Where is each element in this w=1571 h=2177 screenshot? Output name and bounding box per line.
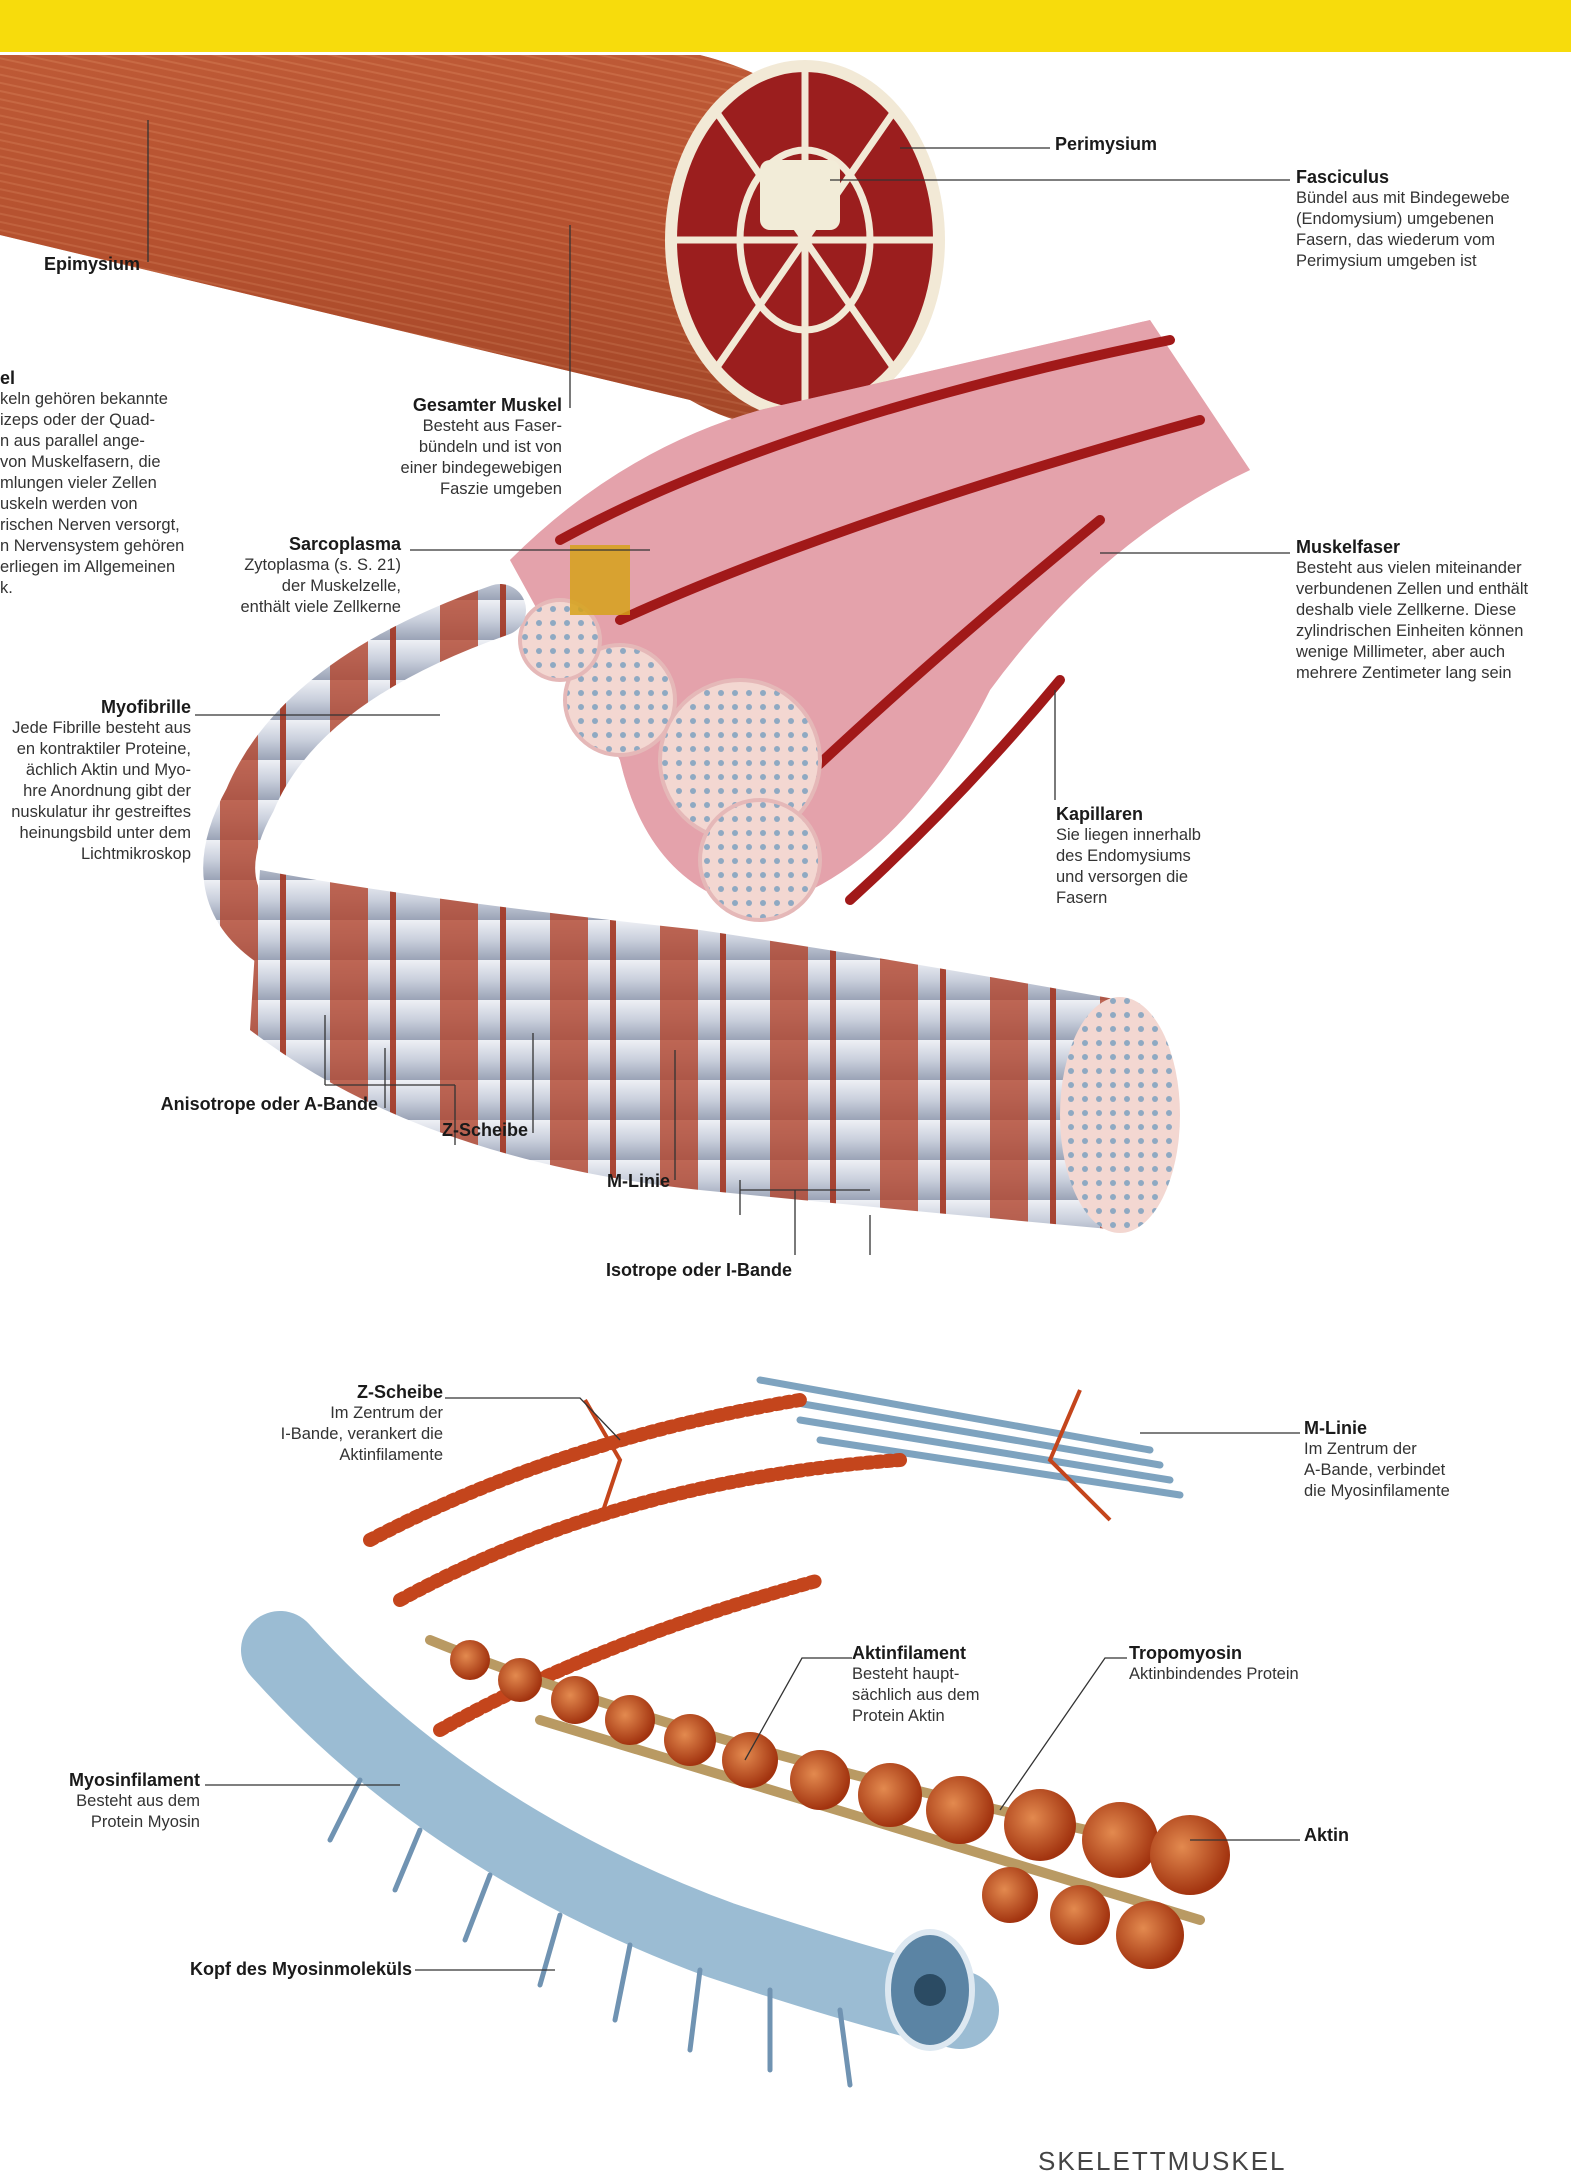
label-myofibrille-text-6: heinungsbild unter dem (0, 823, 191, 844)
label-muskelfaser-text-2: verbundenen Zellen und enthält (1296, 579, 1566, 600)
label-fasciculus: Fasciculus Bündel aus mit Bindegewebe (E… (1296, 166, 1510, 272)
muscle-cross-section (665, 60, 945, 420)
label-myosinfilament-text-2: Protein Myosin (20, 1812, 200, 1833)
label-tropomyosin-text-1: Aktinbindendes Protein (1129, 1664, 1299, 1685)
label-skelettmuskel-title: el (0, 367, 205, 389)
label-aktin: Aktin (1304, 1824, 1349, 1846)
label-aktinfilament-title: Aktinfilament (852, 1642, 979, 1664)
label-kapillaren-text-3: und versorgen die (1056, 867, 1201, 888)
label-skelettmuskel-text-4: von Muskelfasern, die (0, 452, 205, 473)
label-muskelfaser-text-3: deshalb viele Zellkerne. Diese (1296, 600, 1566, 621)
label-sarcoplasma-title: Sarcoplasma (190, 533, 401, 555)
label-tropomyosin-title: Tropomyosin (1129, 1642, 1299, 1664)
label-myofibrille-text-4: hre Anordnung gibt der (0, 781, 191, 802)
label-sarcoplasma-text-2: der Muskelzelle, (190, 576, 401, 597)
label-skelettmuskel-text-10: k. (0, 578, 205, 599)
label-gesamter-muskel-text-2: bündeln und ist von (330, 437, 562, 458)
label-myosinfilament: Myosinfilament Besteht aus dem Protein M… (20, 1769, 200, 1833)
label-m-linie-top-title: M-Linie (570, 1170, 670, 1192)
label-myofibrille-text-7: Lichtmikroskop (0, 844, 191, 865)
label-z-scheibe-text-2: I-Bande, verankert die (240, 1424, 443, 1445)
label-myofibrille-text-3: ächlich Aktin und Myo- (0, 760, 191, 781)
label-kopf-title: Kopf des Myosinmoleküls (140, 1958, 412, 1980)
label-epimysium-title: Epimysium (0, 253, 140, 275)
label-skelettmuskel-text-2: izeps oder der Quad- (0, 410, 205, 431)
label-kapillaren-title: Kapillaren (1056, 803, 1201, 825)
label-m-linie-text-1: Im Zentrum der (1304, 1439, 1450, 1460)
label-myosinfilament-text-1: Besteht aus dem (20, 1791, 200, 1812)
label-m-linie-title: M-Linie (1304, 1417, 1450, 1439)
label-skelettmuskel-text-9: erliegen im Allgemeinen (0, 557, 205, 578)
label-kapillaren-text-4: Fasern (1056, 888, 1201, 909)
label-myofibrille-text-1: Jede Fibrille besteht aus (0, 718, 191, 739)
label-tropomyosin: Tropomyosin Aktinbindendes Protein (1129, 1642, 1299, 1685)
label-perimysium: Perimysium (1055, 133, 1157, 155)
label-sarcoplasma-text-3: enthält viele Zellkerne (190, 597, 401, 618)
label-kapillaren-text-1: Sie liegen innerhalb (1056, 825, 1201, 846)
label-m-linie-top: M-Linie (570, 1170, 670, 1192)
label-a-bande-title: Anisotrope oder A-Bande (120, 1093, 378, 1115)
label-z-scheibe-title: Z-Scheibe (240, 1381, 443, 1403)
label-z-scheibe-top: Z-Scheibe (420, 1119, 528, 1141)
label-m-linie: M-Linie Im Zentrum der A-Bande, verbinde… (1304, 1417, 1450, 1502)
label-gesamter-muskel-text-1: Besteht aus Faser- (330, 416, 562, 437)
label-aktinfilament: Aktinfilament Besteht haupt- sächlich au… (852, 1642, 979, 1727)
label-i-bande: Isotrope oder I-Bande (560, 1259, 792, 1281)
exploded-filaments (370, 1380, 1180, 1730)
label-epimysium: Epimysium (0, 253, 140, 275)
label-muskelfaser-text-5: wenige Millimeter, aber auch (1296, 642, 1566, 663)
label-muskelfaser-text-4: zylindrischen Einheiten können (1296, 621, 1566, 642)
label-myofibrille: Myofibrille Jede Fibrille besteht aus en… (0, 696, 191, 865)
label-sarcoplasma-text-1: Zytoplasma (s. S. 21) (190, 555, 401, 576)
label-fasciculus-text-1: Bündel aus mit Bindegewebe (1296, 188, 1510, 209)
label-aktinfilament-text-2: sächlich aus dem (852, 1685, 979, 1706)
label-gesamter-muskel-text-3: einer bindegewebigen (330, 458, 562, 479)
label-fasciculus-text-4: Perimysium umgeben ist (1296, 251, 1510, 272)
label-z-scheibe-top-title: Z-Scheibe (420, 1119, 528, 1141)
label-muskelfaser-text-6: mehrere Zentimeter lang sein (1296, 663, 1566, 684)
label-skelettmuskel-text-8: n Nervensystem gehören (0, 536, 205, 557)
label-fasciculus-text-3: Fasern, das wiederum vom (1296, 230, 1510, 251)
label-skelettmuskel-text-1: keln gehören bekannte (0, 389, 205, 410)
label-muskelfaser-text-1: Besteht aus vielen miteinander (1296, 558, 1566, 579)
label-z-scheibe-text-1: Im Zentrum der (240, 1403, 443, 1424)
label-i-bande-title: Isotrope oder I-Bande (560, 1259, 792, 1281)
molecular-closeup (280, 1640, 1230, 2085)
label-skelettmuskel-text-5: mlungen vieler Zellen (0, 473, 205, 494)
label-muskelfaser-title: Muskelfaser (1296, 536, 1566, 558)
label-myofibrille-text-5: nuskulatur ihr gestreiftes (0, 802, 191, 823)
label-aktinfilament-text-1: Besteht haupt- (852, 1664, 979, 1685)
label-gesamter-muskel: Gesamter Muskel Besteht aus Faser- bünde… (330, 394, 562, 500)
label-m-linie-text-3: die Myosinfilamente (1304, 1481, 1450, 1502)
label-kapillaren-text-2: des Endomysiums (1056, 846, 1201, 867)
label-z-scheibe: Z-Scheibe Im Zentrum der I-Bande, verank… (240, 1381, 443, 1466)
label-myofibrille-title: Myofibrille (0, 696, 191, 718)
label-sarcoplasma: Sarcoplasma Zytoplasma (s. S. 21) der Mu… (190, 533, 401, 618)
label-gesamter-muskel-text-4: Faszie umgeben (330, 479, 562, 500)
label-muskelfaser: Muskelfaser Besteht aus vielen miteinand… (1296, 536, 1566, 684)
label-aktinfilament-text-3: Protein Aktin (852, 1706, 979, 1727)
label-kapillaren: Kapillaren Sie liegen innerhalb des Endo… (1056, 803, 1201, 909)
label-skelettmuskel-text-7: rischen Nerven versorgt, (0, 515, 205, 536)
label-skelettmuskel-text-3: n aus parallel ange- (0, 431, 205, 452)
label-perimysium-title: Perimysium (1055, 133, 1157, 155)
label-fasciculus-text-2: (Endomysium) umgebenen (1296, 209, 1510, 230)
label-m-linie-text-2: A-Bande, verbindet (1304, 1460, 1450, 1481)
label-kopf-myosinmolekuel: Kopf des Myosinmoleküls (140, 1958, 412, 1980)
label-skelettmuskel-text-6: uskeln werden von (0, 494, 205, 515)
label-a-bande: Anisotrope oder A-Bande (120, 1093, 378, 1115)
label-z-scheibe-text-3: Aktinfilamente (240, 1445, 443, 1466)
label-myofibrille-text-2: en kontraktiler Proteine, (0, 739, 191, 760)
label-gesamter-muskel-title: Gesamter Muskel (330, 394, 562, 416)
label-fasciculus-title: Fasciculus (1296, 166, 1510, 188)
label-skelettmuskel-intro: el keln gehören bekannte izeps oder der … (0, 367, 205, 599)
label-myosinfilament-title: Myosinfilament (20, 1769, 200, 1791)
label-aktin-title: Aktin (1304, 1824, 1349, 1846)
